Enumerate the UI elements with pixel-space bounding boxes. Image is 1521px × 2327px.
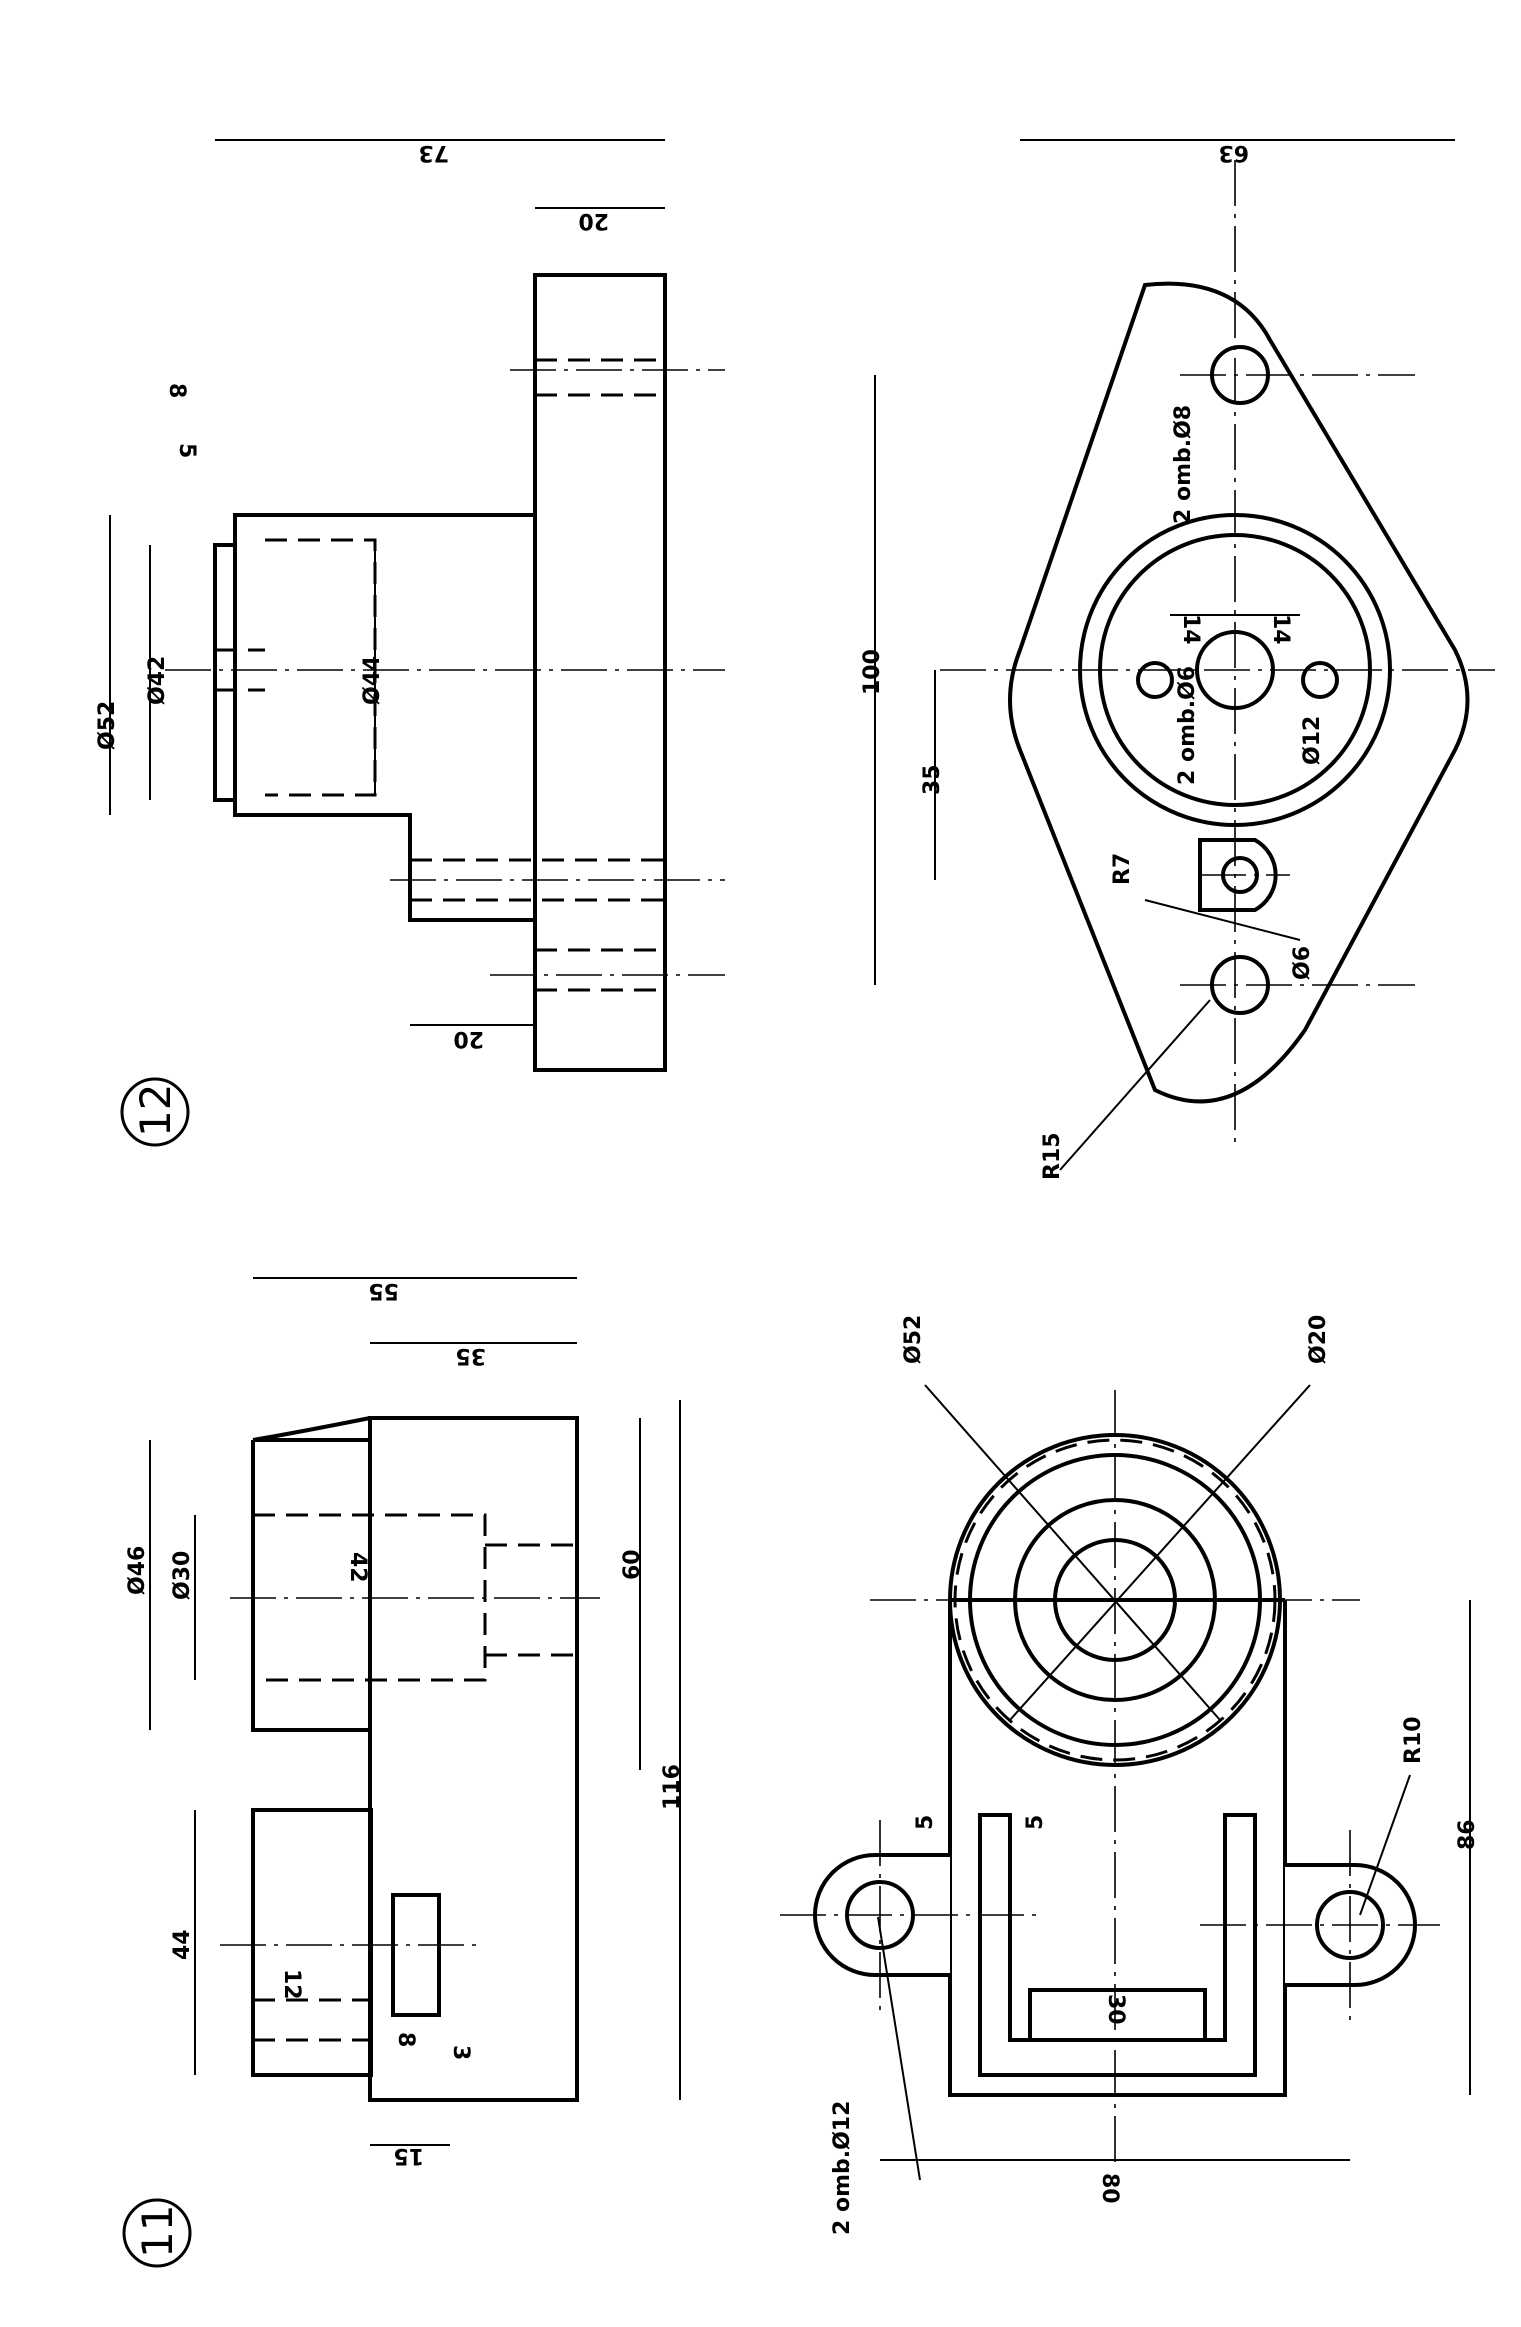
label-d11-55: 55 — [368, 1278, 399, 1303]
label-d11-8: 8 — [393, 2032, 418, 2047]
label-d12-5: 5 — [174, 443, 199, 458]
label-d11-d30: Ø30 — [170, 1551, 195, 1600]
label-d11-2omb12: 2 omb.Ø12 — [830, 2101, 855, 2235]
slot — [391, 1893, 441, 2017]
label-d12-r7: R7 — [1110, 853, 1135, 885]
drawing-number-11: 11 — [122, 2198, 192, 2268]
label-d11-5b: 5 — [1023, 1815, 1048, 1830]
upper-boss — [233, 513, 535, 922]
label-d11-30: 30 — [1103, 1994, 1128, 2025]
label-d12-d42: Ø42 — [145, 656, 170, 705]
label-d11-44: 44 — [170, 1929, 195, 1960]
label-d12-2omb8: 2 omb.Ø8 — [1171, 405, 1196, 524]
hidden-lines-lower — [253, 1998, 371, 2042]
label-d11-80: 80 — [1097, 2173, 1122, 2204]
drawing-12-front-view: 73 20 8 5 Ø52 Ø42 Ø44 20 — [95, 139, 725, 1072]
label-d11-15: 15 — [393, 2143, 424, 2168]
flange-outline — [1008, 281, 1470, 1104]
drawing-11-front-view: 55 35 Ø46 Ø30 42 60 116 44 12 8 3 15 — [125, 1277, 685, 2168]
base-plate — [533, 273, 667, 1072]
label-d12-35: 35 — [920, 764, 945, 795]
spigot — [213, 543, 237, 802]
label-d11-86: 86 — [1455, 1819, 1480, 1850]
label-d11-116: 116 — [660, 1764, 685, 1810]
drawing-number-12-label: 12 — [131, 1084, 180, 1137]
small-hole-left — [1136, 661, 1174, 699]
label-d11-12: 12 — [279, 1969, 304, 2000]
label-d12-d44: Ø44 — [360, 656, 385, 705]
label-d11-d20: Ø20 — [1306, 1315, 1331, 1364]
hidden-counterbore — [485, 1543, 577, 1657]
label-d12-8: 8 — [164, 383, 189, 398]
label-d12-2omb6: 2 omb.Ø6 — [1175, 666, 1200, 785]
hidden-holes-upper — [535, 358, 665, 397]
label-d11-3: 3 — [448, 2045, 473, 2060]
label-d11-35: 35 — [455, 1343, 486, 1368]
label-d11-60: 60 — [620, 1549, 645, 1580]
label-d12-d52: Ø52 — [95, 701, 120, 750]
label-d11-d46: Ø46 — [125, 1546, 150, 1595]
label-d12-d12: Ø12 — [1300, 716, 1325, 765]
drawing-number-11-label: 11 — [133, 2205, 182, 2258]
hidden-small-holes — [215, 648, 265, 692]
hidden-bore — [265, 538, 377, 797]
label-d11-r10: R10 — [1401, 1716, 1426, 1764]
side-boss — [251, 1808, 373, 2077]
right-lug-hole — [1315, 1890, 1385, 1960]
drawing-11-top-view: Ø52 Ø20 5 5 30 R10 86 2 omb.Ø12 80 — [780, 1315, 1480, 2235]
small-hole-right — [1301, 661, 1339, 699]
label-d12-20b: 20 — [453, 1026, 484, 1051]
label-d12-100: 100 — [860, 649, 885, 695]
label-d12-73: 73 — [418, 140, 449, 165]
label-d12-14a: 14 — [1178, 614, 1203, 645]
base-plate — [368, 1416, 579, 2102]
label-d12-14b: 14 — [1268, 614, 1293, 645]
label-d12-d6: Ø6 — [1290, 946, 1315, 980]
label-d12-63: 63 — [1218, 140, 1249, 165]
conical-boss — [251, 1416, 371, 1732]
drawing-number-12: 12 — [120, 1077, 190, 1147]
label-d12-20a: 20 — [578, 208, 609, 233]
label-d11-42: 42 — [345, 1552, 370, 1583]
label-d11-5a: 5 — [913, 1815, 938, 1830]
u-channel — [978, 1813, 1257, 2077]
drawing-12-top-view: 63 2 omb.Ø8 14 14 100 35 2 omb.Ø6 Ø12 R7… — [860, 139, 1495, 1180]
label-d11-d52: Ø52 — [901, 1315, 926, 1364]
slot-30 — [1028, 1988, 1207, 2042]
label-d12-r15: R15 — [1040, 1132, 1065, 1180]
